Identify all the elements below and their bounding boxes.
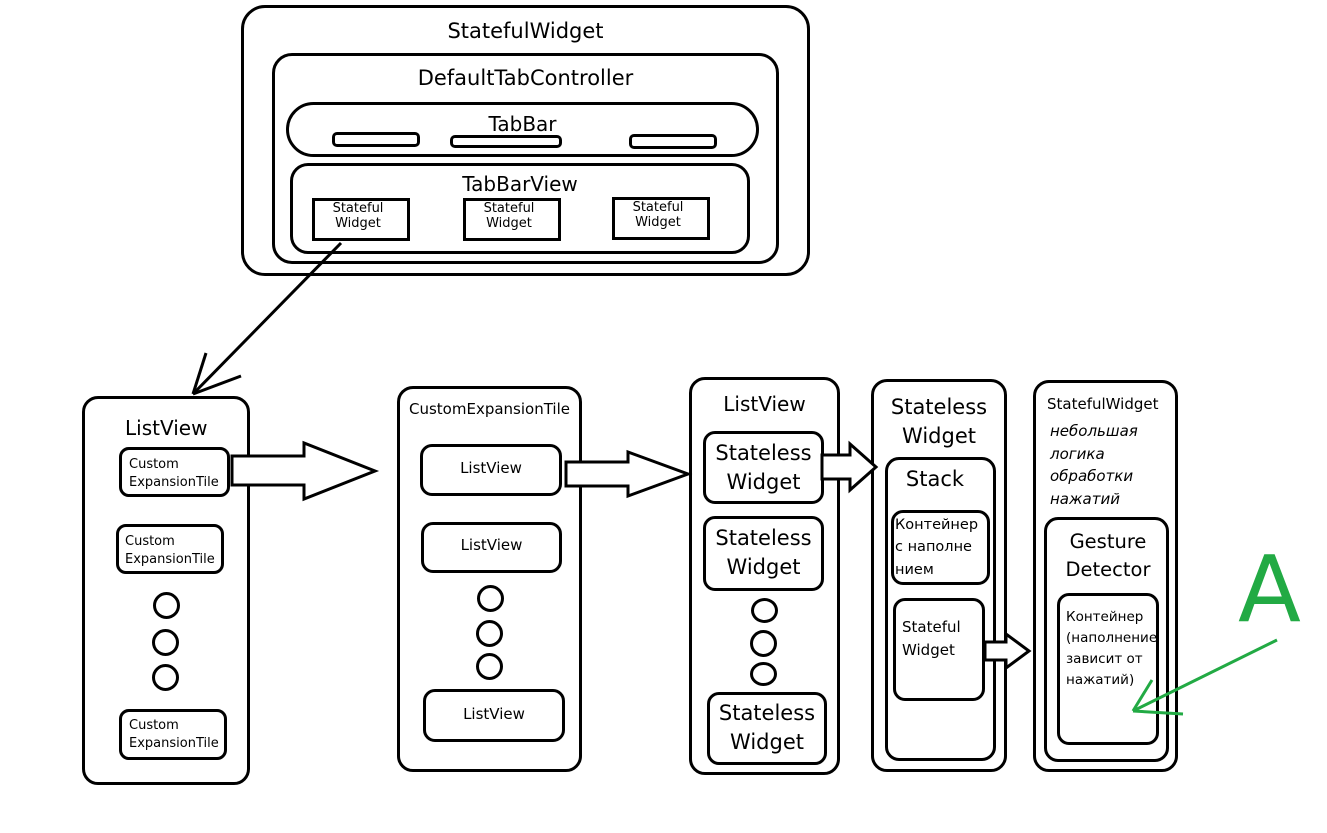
tab-1	[332, 132, 420, 147]
inner-listview-2	[421, 522, 562, 573]
tab-page-1-label: Stateful Widget	[332, 201, 384, 231]
stateful-widget-inner-label: Stateful Widget	[902, 618, 961, 660]
tab-page-1	[312, 198, 410, 241]
block-arrow	[820, 440, 879, 494]
tab-page-2-label: Stateful Widget	[483, 201, 535, 231]
custom-expansion-tile-1	[119, 447, 230, 497]
ellipsis-dot	[750, 662, 777, 686]
custom-expansion-tile-1-label: Custom ExpansionTile	[129, 457, 219, 490]
stateless-widget-3	[707, 692, 827, 765]
logic-note: небольшая логика обработки нажатий	[1050, 422, 1138, 508]
default-tab-controller-label: DefaultTabController	[417, 66, 634, 90]
stateful-widget-inner	[893, 598, 985, 701]
listview-1-title: ListView	[125, 416, 208, 440]
gesture-detector-label: Gesture Detector	[1065, 530, 1151, 582]
listview-2-title: ListView	[723, 392, 806, 416]
stateless-widget-1-label: Stateless Widget	[715, 441, 812, 495]
ellipsis-dot	[477, 585, 504, 612]
inner-listview-1-label: ListView	[460, 459, 522, 477]
ellipsis-dot	[750, 630, 777, 657]
custom-expansion-tile-2	[116, 524, 224, 574]
ellipsis-dot	[476, 620, 503, 647]
ellipsis-dot	[751, 598, 778, 623]
custom-expansion-tile-detail-title: CustomExpansionTile	[409, 400, 570, 418]
tab-page-3	[612, 197, 710, 240]
custom-expansion-tile-2-label: Custom ExpansionTile	[125, 534, 215, 567]
ellipsis-dot	[153, 592, 180, 619]
link-arrow	[191, 241, 343, 396]
ellipsis-dot	[152, 664, 179, 691]
custom-expansion-tile-3-label: Custom ExpansionTile	[129, 718, 219, 751]
stateless-widget-2-label: Stateless Widget	[715, 526, 812, 580]
ellipsis-dot	[152, 629, 179, 656]
container-dynamic-label: Контейнер (наполнение зависит от нажатий…	[1066, 609, 1158, 688]
stateful-widget-root-label: StatefulWidget	[447, 19, 604, 43]
stateless-widget-detail-title: Stateless Widget	[890, 395, 988, 449]
container-filled-label: Контейнер с наполне нием	[895, 517, 979, 578]
annotation-letter: A	[1238, 536, 1301, 643]
container-dynamic	[1057, 593, 1159, 745]
annotation-arrow	[1131, 638, 1278, 716]
tab-page-2	[463, 198, 561, 241]
ellipsis-dot	[476, 653, 503, 680]
container-filled	[891, 510, 990, 585]
custom-expansion-tile-3	[119, 709, 227, 760]
block-arrow	[983, 631, 1032, 671]
stateful-widget-detail-title: StatefulWidget	[1047, 395, 1159, 413]
tab-bar-label: TabBar	[488, 112, 557, 136]
inner-listview-3-label: ListView	[463, 705, 525, 723]
tab-3	[629, 134, 717, 149]
block-arrow	[564, 449, 693, 499]
inner-listview-2-label: ListView	[460, 536, 523, 554]
stateless-widget-2	[703, 516, 824, 591]
block-arrow	[230, 440, 380, 502]
inner-listview-1	[420, 444, 562, 496]
inner-listview-3	[423, 689, 565, 742]
stack-label: Stack	[905, 467, 965, 491]
stateless-widget-3-label: Stateless Widget	[718, 701, 816, 755]
tab-2	[450, 135, 562, 148]
tab-bar-view-label: TabBarView	[462, 172, 578, 196]
tab-page-3-label: Stateful Widget	[632, 200, 684, 230]
